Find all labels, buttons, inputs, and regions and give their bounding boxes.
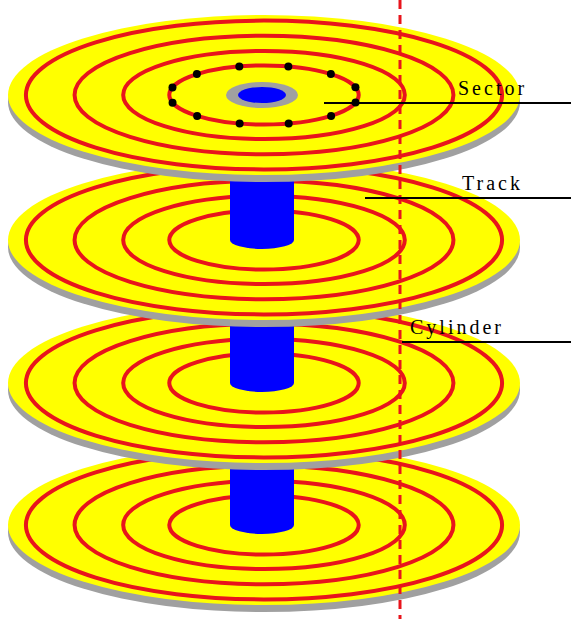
spindle-base (230, 231, 294, 249)
leader-line (365, 197, 571, 199)
sector-dot (169, 99, 177, 107)
part-label: Track (462, 173, 523, 193)
leader-line (402, 341, 571, 343)
part-label: Sector (458, 78, 527, 98)
sector-dot (285, 120, 293, 128)
sector-dot (284, 62, 292, 70)
leader-line (324, 102, 571, 104)
track-ring (169, 65, 358, 124)
track-ring (75, 36, 454, 154)
sector-dot (236, 120, 244, 128)
sector-dot (235, 62, 243, 70)
sector-dot (327, 70, 335, 78)
spindle-base (230, 374, 294, 392)
sector-dot (193, 112, 201, 120)
sector-dot (327, 112, 335, 120)
spindle-base (230, 516, 294, 534)
part-label: Cylinder (410, 317, 504, 337)
cylinder-line (399, 0, 402, 619)
platter-surface (8, 15, 520, 175)
sector-dot (168, 83, 176, 91)
platter (8, 15, 520, 182)
track-ring (26, 21, 502, 170)
hub (238, 87, 286, 103)
sector-dot (193, 70, 201, 78)
sector-dot (351, 83, 359, 91)
track-ring (123, 51, 405, 139)
hub-ring (226, 82, 298, 108)
